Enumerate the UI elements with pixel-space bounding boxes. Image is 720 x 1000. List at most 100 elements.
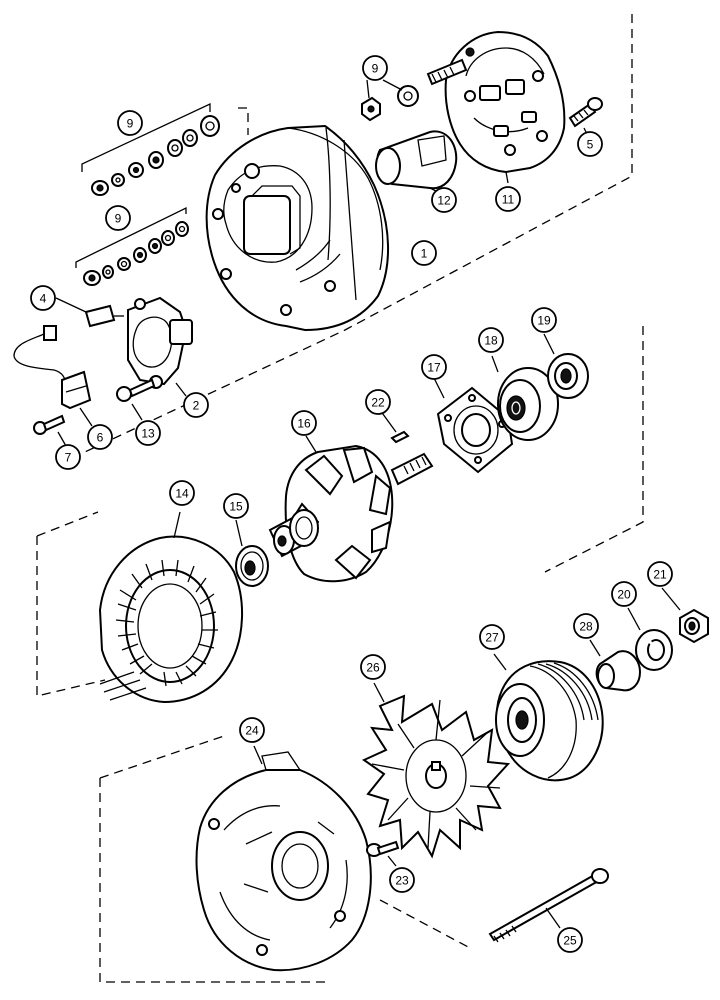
callout-c12: 12 [431,187,457,213]
key-part-22 [379,409,410,444]
callout-number: 13 [141,427,155,441]
callout-number: 7 [65,451,72,465]
rotor-part-16 [268,435,434,583]
callout-circle [411,240,437,266]
callout-number: 5 [587,138,594,152]
callout-number: 15 [229,500,243,514]
callout-c21: 21 [647,561,673,587]
callout-c5: 5 [577,131,603,157]
callout-number: 20 [617,588,631,602]
lock-washer-part-20 [627,607,673,671]
callout-c9c: 9 [362,55,388,81]
nut-part-21 [661,587,709,644]
callout-circle [478,327,504,353]
housing-part-1 [205,124,390,332]
callout-circle [365,389,391,415]
callout-circle [611,581,637,607]
callout-c16: 16 [291,410,317,436]
callout-number: 25 [563,934,577,948]
callout-number: 9 [115,212,122,226]
stator-part-14 [98,511,243,704]
callout-circle [573,613,599,639]
callout-circle [389,867,415,893]
callout-number: 19 [537,314,551,328]
callout-number: 16 [297,417,311,431]
callout-c13: 13 [135,420,161,446]
bearing-part-15 [235,519,269,587]
callout-circle [647,561,673,587]
callout-labels: 1245679991112131415161718192021222324252… [30,55,673,953]
callout-number: 9 [372,62,379,76]
callout-circle [239,717,265,743]
fan-part-26 [361,682,511,859]
callout-c6: 6 [87,424,113,450]
callout-circle [557,927,583,953]
callout-number: 17 [427,361,441,375]
callout-c19: 19 [531,307,557,333]
brush-part-4 [55,297,124,328]
callout-number: 23 [395,874,409,888]
nut-and-washer [361,79,419,122]
callout-circle [87,424,113,450]
callout-circle [135,420,161,446]
wire-connector-part-6 [13,325,93,427]
callout-circle [431,187,457,213]
callout-c22: 22 [365,389,391,415]
callout-number: 28 [579,620,593,634]
callout-circle [479,624,505,650]
callout-number: 11 [502,193,515,207]
callout-c1: 1 [411,240,437,266]
spacer-part-28 [589,639,642,692]
pulley-part-27 [493,653,604,782]
callout-c9a: 9 [117,110,143,136]
callout-number: 4 [40,292,47,306]
screw-part-13 [116,378,156,421]
callout-circle [291,410,317,436]
callout-number: 22 [371,396,385,410]
callout-circle [531,307,557,333]
callout-circle [117,110,143,136]
callout-c15: 15 [223,493,249,519]
callout-circle [55,444,81,470]
washer-stack-lower [75,206,189,286]
callout-circle [360,654,386,680]
callout-c23: 23 [389,867,415,893]
screw-part-7 [33,414,67,447]
callout-c9b: 9 [105,205,131,231]
callout-c27: 27 [479,624,505,650]
callout-circle [30,285,56,311]
callout-circle [105,205,131,231]
washer-stack-upper [81,102,220,196]
callout-c11: 11 [495,186,521,212]
callout-c4: 4 [30,285,56,311]
bearing-retainer-part-17 [433,377,514,474]
callout-c28: 28 [573,613,599,639]
callout-circle [421,354,447,380]
callout-number: 1 [421,247,428,261]
callout-c24: 24 [239,717,265,743]
callout-c26: 26 [360,654,386,680]
callout-c17: 17 [421,354,447,380]
callout-number: 26 [366,661,380,675]
callout-c7: 7 [55,444,81,470]
callout-c18: 18 [478,327,504,353]
screw-part-23 [366,840,400,867]
housing-part-24 [195,745,372,972]
callout-number: 6 [97,431,104,445]
seal-part-19 [543,333,589,399]
brush-holder-part-2 [127,296,193,397]
callout-number: 2 [193,399,200,413]
callout-c14: 14 [169,480,195,506]
callout-circle [183,392,209,418]
bolt-part-25 [488,868,609,943]
callout-number: 9 [127,117,134,131]
sleeve-part-12 [375,130,458,194]
screw-part-5 [568,97,603,137]
bearing-part-18 [491,355,559,441]
callout-c20: 20 [611,581,637,607]
callout-circle [169,480,195,506]
callout-circle [495,186,521,212]
callout-c25: 25 [557,927,583,953]
